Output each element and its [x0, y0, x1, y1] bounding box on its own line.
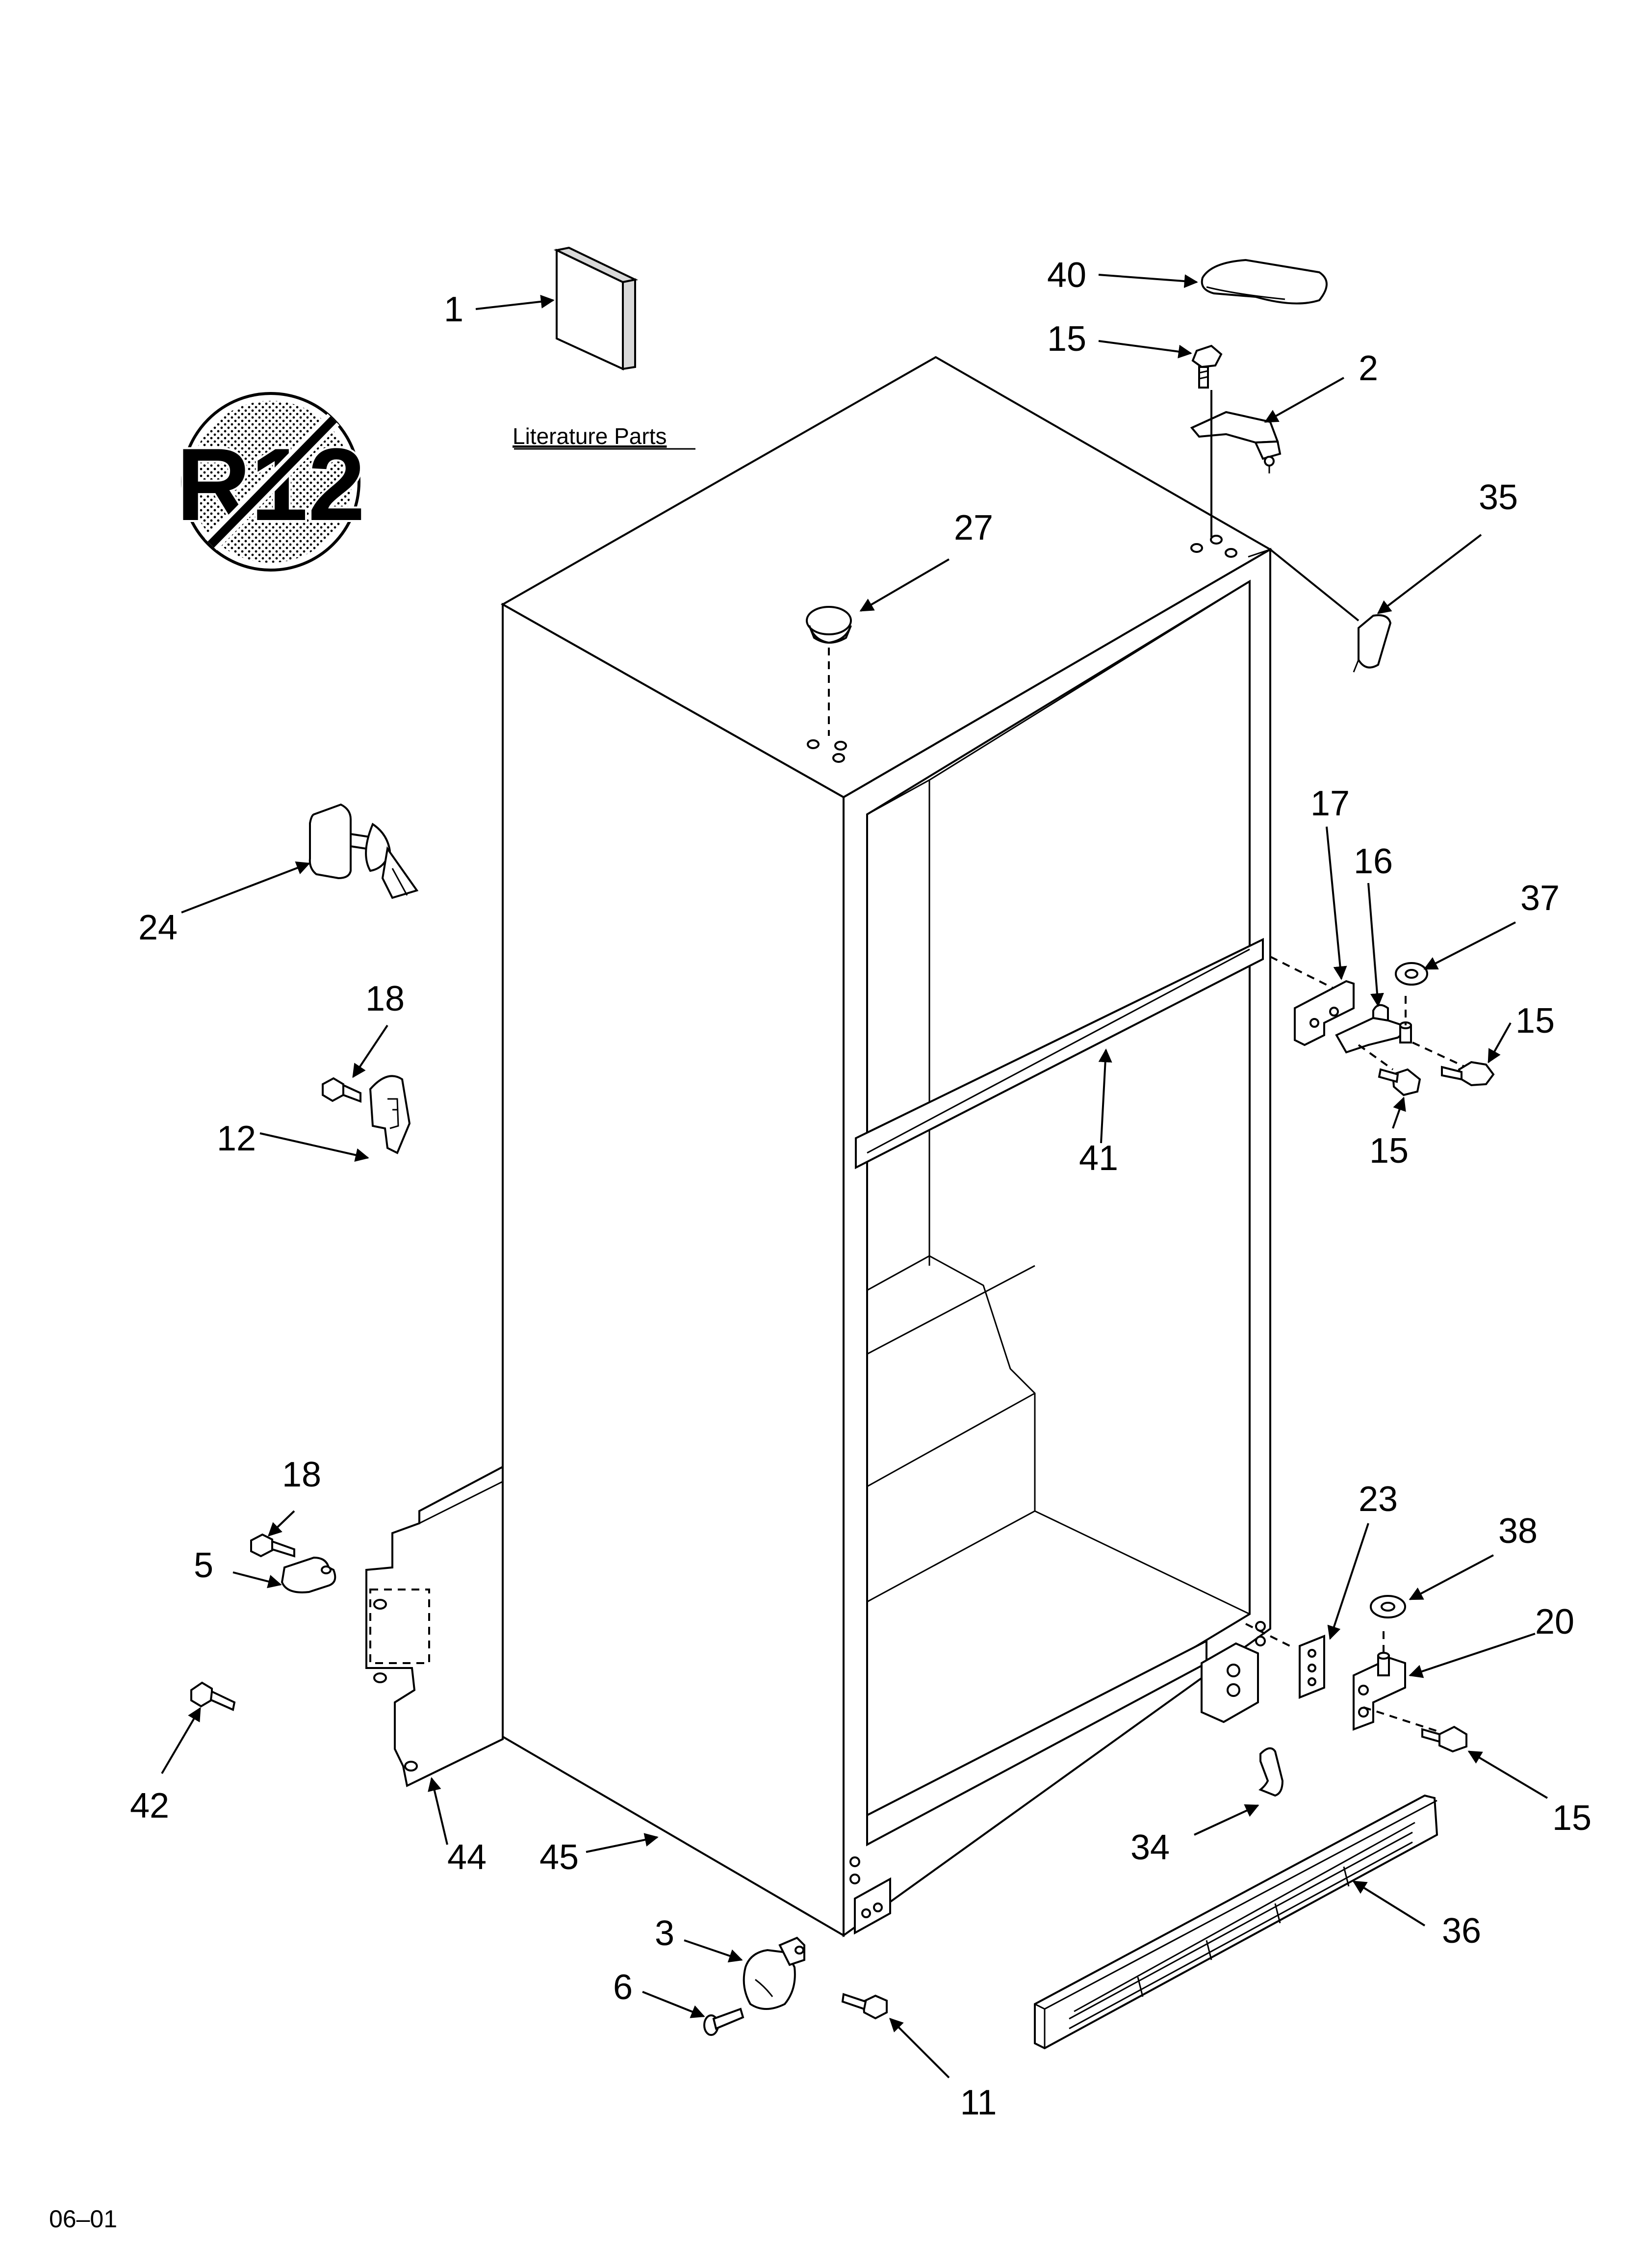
callout-6: 6: [613, 1968, 633, 2007]
callout-35: 35: [1479, 478, 1518, 517]
leveling-part-3: [743, 1936, 805, 2010]
screw-part-15-top: [1191, 344, 1223, 389]
footer-code: 06–01: [49, 2205, 117, 2233]
screw-part-42: [190, 1681, 236, 1711]
callout-34: 34: [1130, 1828, 1170, 1867]
callout-2: 2: [1359, 349, 1378, 388]
cabinet-lower-right-bracket: [1201, 1642, 1259, 1723]
literature-parts-book: Literature Parts: [513, 246, 695, 450]
grille-slots: [1069, 1822, 1415, 2030]
shim-part-17: [1294, 980, 1355, 1046]
screw-part-6: [703, 2007, 744, 2036]
callout-15-top: 15: [1047, 319, 1086, 359]
side-panel-part-44: [365, 1465, 504, 1787]
plug-part-27: [806, 606, 852, 736]
cabinet-left-side: [502, 602, 845, 1937]
part-24-bumper: [308, 803, 419, 899]
callout-12: 12: [217, 1119, 256, 1158]
screw-part-15-center-right: [1441, 1061, 1495, 1087]
center-hinge-part-16: [1335, 1017, 1412, 1054]
literature-label: Literature Parts: [513, 423, 667, 449]
callout-1: 1: [444, 290, 463, 329]
callout-17: 17: [1310, 784, 1350, 823]
clamp-part-5: [281, 1556, 336, 1593]
callout-42: 42: [130, 1786, 169, 1825]
callout-20: 20: [1535, 1602, 1574, 1642]
callout-40: 40: [1047, 256, 1086, 295]
callout-5: 5: [194, 1546, 213, 1585]
callout-24: 24: [138, 908, 178, 947]
leader-lines: [161, 274, 1548, 2079]
callout-15-lower-right: 15: [1552, 1799, 1591, 1838]
screw-part-11: [841, 1993, 888, 2020]
callout-44: 44: [447, 1838, 487, 1877]
shim-part-23: [1299, 1635, 1325, 1699]
callout-15-center: 15: [1369, 1131, 1409, 1171]
center-hinge-assembly: [1270, 956, 1477, 1073]
callout-3: 3: [655, 1914, 674, 1953]
callout-labels: 1 40 15 2 35 27 24 18 12 17 16 37 15 15 …: [130, 256, 1591, 2122]
callout-11: 11: [960, 2083, 997, 2122]
washer-part-38: [1370, 1595, 1406, 1618]
callout-27: 27: [954, 508, 993, 547]
lower-hinge-part-20: [1353, 1631, 1406, 1731]
top-cap-part-40: [1201, 259, 1328, 305]
callout-36: 36: [1442, 1911, 1481, 1951]
screw-part-18-lower: [250, 1533, 295, 1558]
callout-18-upper: 18: [365, 979, 405, 1018]
clip-part-34: [1258, 1747, 1284, 1797]
callout-18-lower: 18: [282, 1455, 321, 1494]
no-r12-badge: R12: [174, 392, 367, 572]
lower-corner-bracket: [854, 1877, 891, 1935]
top-hinge-bracket-part-2: [1190, 390, 1282, 537]
screw-and-clip-parts-18-12: [322, 1075, 411, 1154]
clip-part-35: [1269, 548, 1392, 673]
callout-23: 23: [1359, 1480, 1398, 1519]
callout-15-right: 15: [1515, 1001, 1555, 1041]
callout-16: 16: [1354, 842, 1393, 881]
callout-38: 38: [1498, 1512, 1538, 1551]
callout-45: 45: [539, 1838, 579, 1877]
callout-37: 37: [1520, 879, 1560, 918]
cabinet: [500, 356, 1272, 1937]
toe-grille-part-36: [1034, 1794, 1438, 2050]
screw-part-15-center-lower: [1378, 1068, 1421, 1096]
callout-41: 41: [1079, 1139, 1118, 1178]
screw-part-15-lower-right: [1363, 1706, 1467, 1753]
